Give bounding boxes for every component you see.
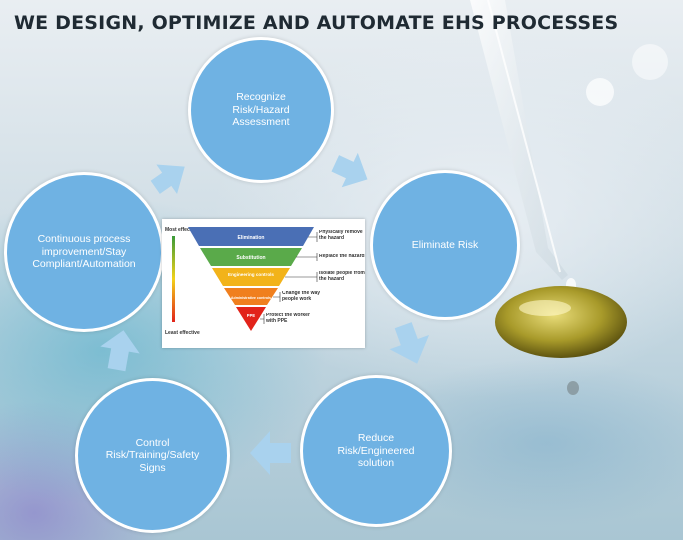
level-description: Physically remove the hazard <box>319 230 363 241</box>
arrow-up-right-icon <box>150 164 185 195</box>
effectiveness-bar <box>172 236 175 322</box>
arrow-left-icon <box>250 431 291 475</box>
level-name-line: Engineering controls <box>228 272 274 277</box>
level-administrative <box>224 288 278 305</box>
step-recognize-risk: Recognize Risk/Hazard Assessment <box>188 37 334 183</box>
level-name: Engineering controls <box>228 272 274 277</box>
step-label: Recognize Risk/Hazard Assessment <box>232 91 290 129</box>
step-label: Continuous process improvement/Stay Comp… <box>32 233 136 271</box>
level-name: Elimination <box>238 235 265 241</box>
step-control-risk: Control Risk/Training/Safety Signs <box>75 378 230 533</box>
level-name: Administrative controls <box>231 296 271 300</box>
level-elimination <box>188 227 314 246</box>
level-description: Isolate people from the hazard <box>319 271 365 282</box>
level-description: Change the way people work <box>282 291 321 302</box>
arrow-right-down-icon <box>331 152 368 188</box>
most-effective-label: Most effective <box>165 227 199 233</box>
level-substitution <box>200 248 302 266</box>
least-effective-label: Least effective <box>165 330 200 336</box>
step-label: Eliminate Risk <box>411 238 479 251</box>
level-description: Protect the worker with PPE <box>266 313 310 324</box>
step-label: Control Risk/Training/Safety Signs <box>105 436 200 474</box>
page-title: WE DESIGN, OPTIMIZE AND AUTOMATE EHS PRO… <box>14 12 619 34</box>
level-engineering <box>212 268 290 286</box>
arrow-down-icon <box>389 322 430 364</box>
step-eliminate-risk: Eliminate Risk <box>370 170 520 320</box>
level-ppe <box>236 307 266 331</box>
step-label: Reduce Risk/Engineered solution <box>337 432 415 470</box>
hierarchy-of-controls-diagram: Most effective Least effective Eliminati… <box>162 219 365 348</box>
level-description: Replace the hazard <box>319 254 365 259</box>
level-name: Substitution <box>236 255 265 261</box>
step-reduce-risk: Reduce Risk/Engineered solution <box>300 375 452 527</box>
arrow-up-icon <box>100 330 140 372</box>
step-continuous-improvement: Continuous process improvement/Stay Comp… <box>4 172 164 332</box>
level-name: PPE <box>247 313 256 318</box>
